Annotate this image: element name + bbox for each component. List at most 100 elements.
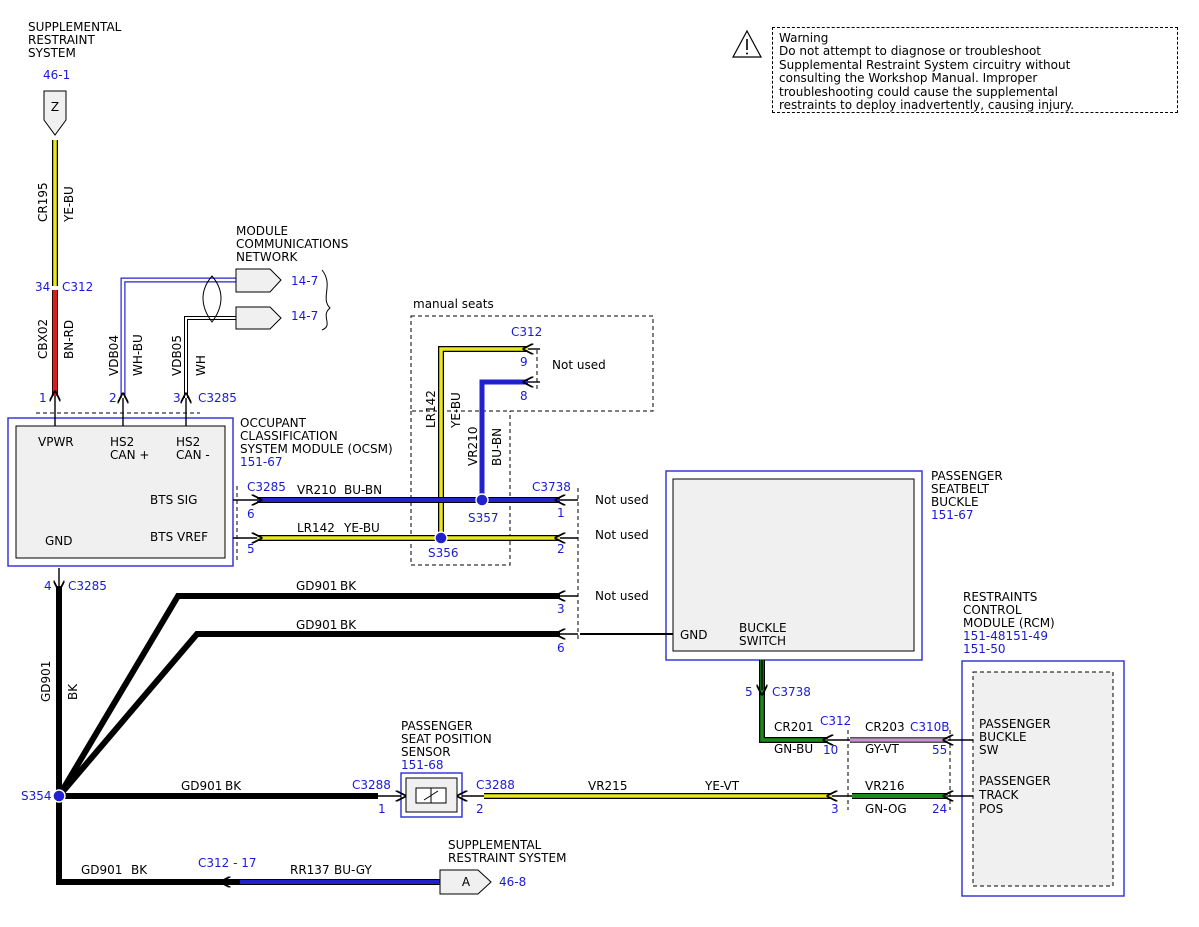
wire-gn-bu: GN-BU xyxy=(774,742,813,756)
connector-c3288-r: C3288 xyxy=(476,778,515,792)
connector-arrows xyxy=(55,349,973,882)
buckle-pin-gnd: GND xyxy=(680,628,708,642)
pin-2-pss: 2 xyxy=(476,802,484,816)
wire-gd901-3: GD901 xyxy=(181,779,222,793)
srs-bottom-line2: RESTRAINT SYSTEM xyxy=(448,851,566,865)
wire-bk-2: BK xyxy=(340,618,357,632)
pss-line2: SEAT POSITION xyxy=(401,732,492,746)
wire-vdb04: VDB04 xyxy=(107,335,121,376)
mcn-connectors xyxy=(235,268,331,331)
connector-c310b: C310B xyxy=(910,720,950,734)
not-used-2: Not used xyxy=(595,493,649,507)
wire-gn-og: GN-OG xyxy=(865,802,907,816)
splice-s357 xyxy=(475,493,489,507)
rcm-line3: MODULE (RCM) xyxy=(963,616,1055,630)
srs-top-line3: SYSTEM xyxy=(28,46,76,60)
connector-c3738-r: C3738 xyxy=(532,480,571,494)
ocsm-pin-2: 2 xyxy=(109,391,117,405)
mcn-ref2: 14-7 xyxy=(291,309,318,323)
buckle-ref: 151-67 xyxy=(931,508,974,522)
not-used-4: Not used xyxy=(595,589,649,603)
wire-bu-gy: BU-GY xyxy=(334,863,372,877)
splice-s356-label: S356 xyxy=(428,546,459,560)
wire-gd901-4: GD901 xyxy=(81,863,122,877)
splice-s356 xyxy=(434,531,448,545)
mcn-ref1: 14-7 xyxy=(291,274,318,288)
wire-ye-vt: YE-VT xyxy=(704,779,740,793)
rcm-line1: RESTRAINTS xyxy=(963,590,1037,604)
wire-ye-bu-v: YE-BU xyxy=(449,392,463,429)
wire-bk-4: BK xyxy=(131,863,148,877)
connector-c3285-top: C3285 xyxy=(198,391,237,405)
connector-c312-rcm: C312 xyxy=(820,714,851,728)
pin-6-left: 6 xyxy=(247,507,255,521)
wire-cr195: CR195 xyxy=(36,182,50,222)
rcm-line2: CONTROL xyxy=(963,603,1022,617)
ms-pin-8: 8 xyxy=(520,389,528,403)
wire-bu-bn-h: BU-BN xyxy=(344,483,382,497)
rcm-module xyxy=(961,660,1125,897)
pin-34: 34 xyxy=(35,280,50,294)
ocsm-ref: 151-67 xyxy=(240,455,283,469)
mcn-line1: MODULE xyxy=(236,224,288,238)
not-used-3: Not used xyxy=(595,528,649,542)
wire-bu-bn-v: BU-BN xyxy=(490,428,504,466)
ocsm-pin-hs2p-1: HS2 xyxy=(110,435,134,449)
pin-6-r: 6 xyxy=(557,641,565,655)
srs-bottom-line1: SUPPLEMENTAL xyxy=(448,838,542,852)
connector-c312-bottom: C312 - 17 xyxy=(198,856,257,870)
connector-a-label: A xyxy=(462,875,471,889)
pss-ref: 151-68 xyxy=(401,758,444,772)
warning-text-block: Warning Do not attempt to diagnose or tr… xyxy=(779,31,1174,113)
wire-gd901-2: GD901 xyxy=(296,618,337,632)
pin-3-vr215: 3 xyxy=(831,802,839,816)
warning-body: Do not attempt to diagnose or troublesho… xyxy=(779,44,1075,113)
vdb04-wire xyxy=(120,277,236,398)
connector-c3288-l: C3288 xyxy=(352,778,391,792)
not-used-1: Not used xyxy=(552,358,606,372)
ocsm-line3: SYSTEM MODULE (OCSM) xyxy=(240,442,393,456)
pss-line1: PASSENGER xyxy=(401,719,473,733)
pin-3-r: 3 xyxy=(557,602,565,616)
wire-bk-3: BK xyxy=(225,779,242,793)
pin-5-b: 5 xyxy=(745,685,753,699)
seat-position-sensor-module xyxy=(400,772,463,818)
connector-z-label: Z xyxy=(51,100,59,114)
wire-bk-1: BK xyxy=(340,579,357,593)
pin-4-gnd: 4 xyxy=(44,579,52,593)
wire-lr142-h: LR142 xyxy=(297,521,335,535)
warning-title: Warning xyxy=(779,31,829,45)
wire-gy-vt: GY-VT xyxy=(865,742,899,756)
wire-ye-bu: YE-BU xyxy=(62,186,76,223)
ocsm-module xyxy=(7,417,234,567)
ocsm-pin-vpwr: VPWR xyxy=(38,435,74,449)
connector-c312-ms: C312 xyxy=(511,325,542,339)
ocsm-line1: OCCUPANT xyxy=(240,416,307,430)
connector-c3285-sig: C3285 xyxy=(247,480,286,494)
vdb05-wire xyxy=(184,316,236,398)
ocsm-pin-bts-sig: BTS SIG xyxy=(150,493,197,507)
vr210-vertical-wire xyxy=(479,379,528,500)
splice-s354 xyxy=(52,789,66,803)
mcn-line2: COMMUNICATIONS xyxy=(236,237,348,251)
pin-1-pss: 1 xyxy=(378,802,386,816)
pin-1-r: 1 xyxy=(557,506,565,520)
buckle-switch-line1: BUCKLE xyxy=(739,621,787,635)
wire-vr210-h: VR210 xyxy=(297,483,336,497)
wire-gd901-1: GD901 xyxy=(296,579,337,593)
wire-cr201: CR201 xyxy=(774,720,814,734)
ocsm-pin-hs2m-1: HS2 xyxy=(176,435,200,449)
pin-10: 10 xyxy=(823,743,838,757)
wire-bk-v: BK xyxy=(66,683,80,700)
ocsm-pin-bts-vref: BTS VREF xyxy=(150,530,208,544)
connector-c312-top: C312 xyxy=(62,280,93,294)
rcm-pin1-c: SW xyxy=(979,743,999,757)
ms-pin-9: 9 xyxy=(520,355,528,369)
connector-c3285-gnd: C3285 xyxy=(68,579,107,593)
warning-icon xyxy=(731,29,763,58)
splice-s354-label: S354 xyxy=(21,789,52,803)
wire-ye-bu-h: YE-BU xyxy=(343,521,380,535)
ocsm-pin-hs2m-2: CAN - xyxy=(176,448,210,462)
pin-5-left: 5 xyxy=(247,542,255,556)
